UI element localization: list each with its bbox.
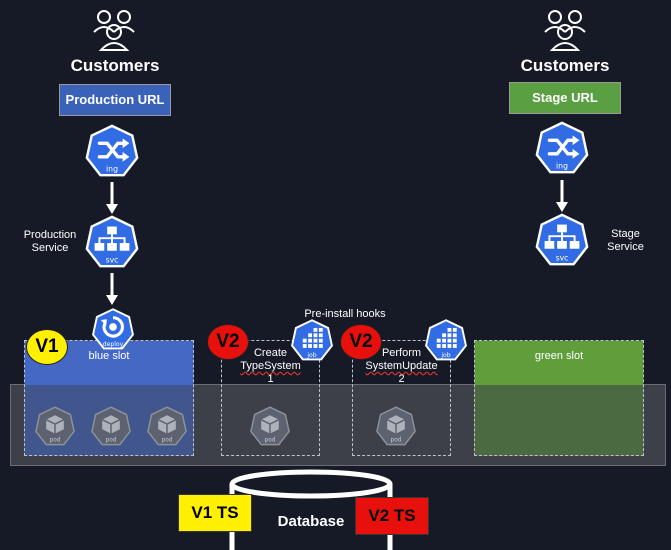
create-typesystem-hook: Create TypeSystem 1 (221, 340, 320, 456)
job-icon-perform: job (423, 318, 469, 364)
perform-hook-line1: Perform (381, 347, 422, 359)
stage-url-box: Stage URL (509, 82, 621, 114)
database-label: Database (277, 513, 345, 530)
svg-text:svc: svc (556, 253, 569, 262)
pre-install-hooks-title: Pre-install hooks (304, 308, 386, 320)
blue-slot-label: blue slot (88, 350, 130, 362)
customers-label-production: Customers (70, 56, 160, 75)
deploy-icon: deploy (90, 307, 136, 353)
svg-text:job: job (440, 352, 450, 359)
arrow-ingress-to-service-production (106, 182, 118, 214)
pod-icon-blue-3: pod (145, 405, 189, 449)
production-url-box: Production URL (59, 84, 171, 116)
ingress-icon-production: ing (83, 123, 141, 181)
svg-text:pod: pod (390, 438, 401, 444)
v2-badge-create: V2 (207, 324, 249, 360)
service-icon-production: svc (83, 214, 141, 272)
pod-icon-perform: pod (374, 405, 418, 449)
v2-ts-box: V2 TS (355, 497, 429, 535)
green-slot-label: green slot (534, 350, 584, 362)
create-hook-line3: 1 (267, 373, 274, 385)
customers-label-stage: Customers (520, 56, 610, 75)
perform-hook-line3: 2 (398, 373, 405, 385)
customers-icon-production (93, 10, 135, 51)
production-service-label: Production Service (23, 229, 77, 254)
create-hook-line1: Create (253, 347, 288, 359)
svg-text:pod: pod (161, 438, 172, 444)
pod-icon-blue-1: pod (33, 405, 77, 449)
svg-text:pod: pod (264, 438, 275, 444)
job-icon-create: job (289, 318, 335, 364)
arrow-ingress-to-service-stage (556, 180, 568, 212)
service-icon-stage: svc (533, 212, 591, 270)
svg-text:pod: pod (49, 438, 60, 444)
ingress-icon-stage: ing (533, 120, 591, 178)
stage-service-label: Stage Service (607, 228, 644, 253)
svg-text:deploy: deploy (103, 341, 124, 348)
ingress-icon-text: ing (106, 164, 118, 173)
svg-text:job: job (306, 352, 316, 359)
perform-hook-line2: SystemUpdate (365, 360, 438, 372)
v1-ts-box: V1 TS (178, 494, 252, 532)
green-slot: green slot (474, 340, 644, 456)
svg-text:ing: ing (556, 161, 568, 170)
v2-badge-perform: V2 (340, 324, 382, 360)
svg-text:pod: pod (105, 438, 116, 444)
pod-icon-blue-2: pod (89, 405, 133, 449)
perform-systemupdate-hook: Perform SystemUpdate 2 (352, 340, 451, 456)
v1-badge: V1 (26, 329, 68, 365)
create-hook-line2: TypeSystem (240, 360, 301, 372)
customers-icon-stage (544, 10, 586, 51)
pod-icon-create: pod (248, 405, 292, 449)
arrow-service-to-deploy (106, 273, 118, 305)
svg-text:svc: svc (106, 255, 119, 264)
